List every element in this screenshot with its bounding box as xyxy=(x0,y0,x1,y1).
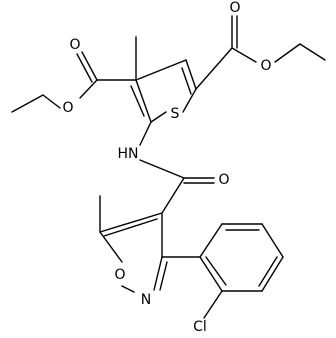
bond xyxy=(130,85,145,117)
atom-label-oxygen: O xyxy=(260,58,271,74)
bond xyxy=(139,121,152,146)
bond xyxy=(231,47,257,63)
atom-label-oxygen: O xyxy=(69,37,80,53)
atom-label-oxygen: O xyxy=(229,0,240,16)
bond xyxy=(76,53,93,83)
bond xyxy=(103,218,158,237)
atom-label-sulfur: S xyxy=(171,106,180,122)
bond xyxy=(139,159,185,179)
bond xyxy=(258,256,278,287)
bond xyxy=(195,47,233,90)
bond xyxy=(79,79,98,99)
bond xyxy=(199,256,223,292)
atom-label-amine-nh: HN xyxy=(118,146,139,162)
bond xyxy=(182,88,197,113)
bond xyxy=(185,59,197,90)
bond xyxy=(11,94,44,113)
bond xyxy=(99,212,163,233)
bond xyxy=(203,290,223,319)
bond xyxy=(150,111,167,123)
bond xyxy=(99,231,123,263)
atom-labels: O O O O S HN O O N Cl xyxy=(62,0,271,335)
atom-label-oxygen: O xyxy=(62,100,73,116)
bond xyxy=(159,261,168,291)
bond xyxy=(42,94,61,109)
bonds xyxy=(11,15,326,319)
bond xyxy=(135,59,187,81)
bond xyxy=(161,177,185,214)
bond xyxy=(261,256,284,292)
bond xyxy=(135,79,152,123)
atom-label-chlorine: Cl xyxy=(193,319,207,335)
bond xyxy=(261,223,284,258)
bond xyxy=(153,256,163,291)
bond xyxy=(121,285,135,293)
bond xyxy=(81,51,98,81)
bond xyxy=(205,256,227,286)
bond xyxy=(181,67,192,95)
bond xyxy=(274,43,301,63)
atom-label-oxygen: O xyxy=(218,172,229,188)
atom-label-nitrogen: N xyxy=(141,292,151,308)
atom-label-oxygen: O xyxy=(114,267,125,283)
bond xyxy=(299,43,326,61)
bond xyxy=(199,223,223,258)
